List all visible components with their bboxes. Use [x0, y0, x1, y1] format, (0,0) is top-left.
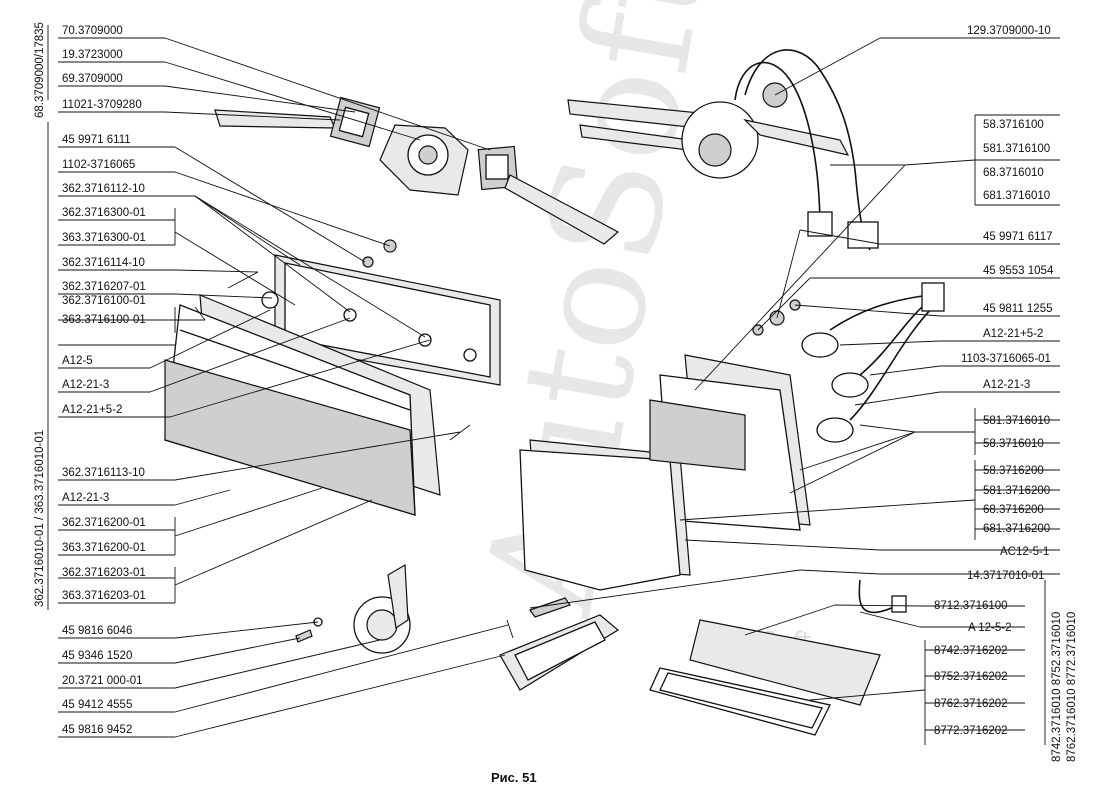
part-label: 45 9816 6046: [62, 625, 132, 637]
vertical-label-right-col1: 8742.3716010 8752.3716010: [1051, 612, 1063, 762]
part-label: 362.3716207-01: [62, 281, 146, 293]
right-labels: 129.3709000-10 58.3716100 581.3716100 68…: [934, 25, 1054, 737]
license-plate-lamp-icon: [499, 597, 620, 691]
brake-light-icon: [649, 579, 907, 736]
part-label: 45 9971 6111: [62, 134, 131, 146]
part-label: 45 9553 1054: [983, 265, 1054, 277]
switch-housing-icon: [379, 124, 469, 196]
part-label: 8772.3716202: [934, 725, 1008, 737]
part-label: 362.3716300-01: [62, 207, 146, 219]
part-label: A 12-5-2: [968, 622, 1011, 634]
part-label: AC12-5-1: [1000, 546, 1049, 558]
part-label: 58.3716100: [983, 119, 1044, 131]
part-label: 362.3716112-10: [62, 183, 145, 195]
part-label: 581.3716010: [983, 415, 1050, 427]
part-label: 58.3716010: [983, 438, 1044, 450]
part-label: 19.3723000: [62, 49, 123, 61]
wiper-stalk-switch-icon: [477, 145, 620, 245]
part-label: 681.3716200: [983, 523, 1050, 535]
part-label: 363.3716100-01: [62, 314, 146, 326]
part-label: 129.3709000-10: [967, 25, 1051, 37]
part-label: 363.3716300-01: [62, 232, 146, 244]
part-label: 363.3716200-01: [62, 542, 146, 554]
part-label: 14.3717010-01: [967, 570, 1044, 582]
part-label: 11021-3709280: [62, 99, 142, 111]
part-label: 362.3716114-10: [62, 257, 145, 269]
part-label: A12-5: [62, 355, 93, 367]
horn-icon: [295, 563, 411, 654]
part-label: A12-21-3: [983, 379, 1030, 391]
part-label: 8752.3716202: [934, 671, 1008, 683]
left-stalk-switch-icon: [214, 96, 381, 148]
part-label: 8712.3716100: [934, 600, 1008, 612]
part-label: 68.3716010: [983, 167, 1044, 179]
parts-drawings: [164, 49, 945, 736]
vertical-label-right-col2: 8762.3716010 8772.3716010: [1066, 612, 1078, 762]
part-label: 45 9346 1520: [62, 650, 132, 662]
part-label: 1102-3716065: [62, 159, 135, 171]
vertical-labels: 68.3709000/17835 362.3716010-01 / 363.37…: [34, 22, 1078, 762]
figure-caption: Рис. 51: [491, 770, 537, 785]
part-label: 1103-3716065-01: [961, 353, 1051, 365]
part-label: 45 9412 4555: [62, 699, 132, 711]
combination-switch-icon: [567, 49, 879, 251]
part-label: 363.3716203-01: [62, 590, 146, 602]
part-label: 581.3716100: [983, 143, 1050, 155]
part-label: 8742.3716202: [934, 645, 1008, 657]
part-label: 45 9816 9452: [62, 724, 132, 736]
left-labels: 70.3709000 19.3723000 69.3709000 11021-3…: [62, 25, 146, 736]
left-tail-light-icon: [164, 239, 501, 516]
part-label: 70.3709000: [62, 25, 123, 37]
part-label: A12-21+5-2: [983, 328, 1043, 340]
part-label: A12-21+5-2: [62, 404, 122, 416]
leader-lines: [47, 25, 1060, 745]
part-label: 362.3716200-01: [62, 517, 146, 529]
part-label: 45 9811 1255: [983, 303, 1053, 315]
part-label: 20.3721 000-01: [62, 675, 143, 687]
part-label: 68.3716200: [983, 504, 1044, 516]
right-tail-light-icon: [519, 282, 945, 591]
part-label: 362.3716100-01: [62, 295, 146, 307]
part-label: 69.3709000: [62, 73, 123, 85]
part-label: 58.3716200: [983, 465, 1044, 477]
part-label: 581.3716200: [983, 485, 1050, 497]
vertical-label-left-top: 68.3709000/17835: [34, 22, 46, 118]
part-label: 8762.3716202: [934, 698, 1008, 710]
part-label: 45 9971 6117: [983, 231, 1053, 243]
part-label: A12-21-3: [62, 492, 109, 504]
part-label: 681.3716010: [983, 190, 1050, 202]
part-label: 362.3716203-01: [62, 567, 146, 579]
part-label: A12-21-3: [62, 379, 109, 391]
vertical-label-left-main: 362.3716010-01 / 363.3716010-01: [34, 430, 46, 607]
part-label: 362.3716113-10: [62, 467, 145, 479]
